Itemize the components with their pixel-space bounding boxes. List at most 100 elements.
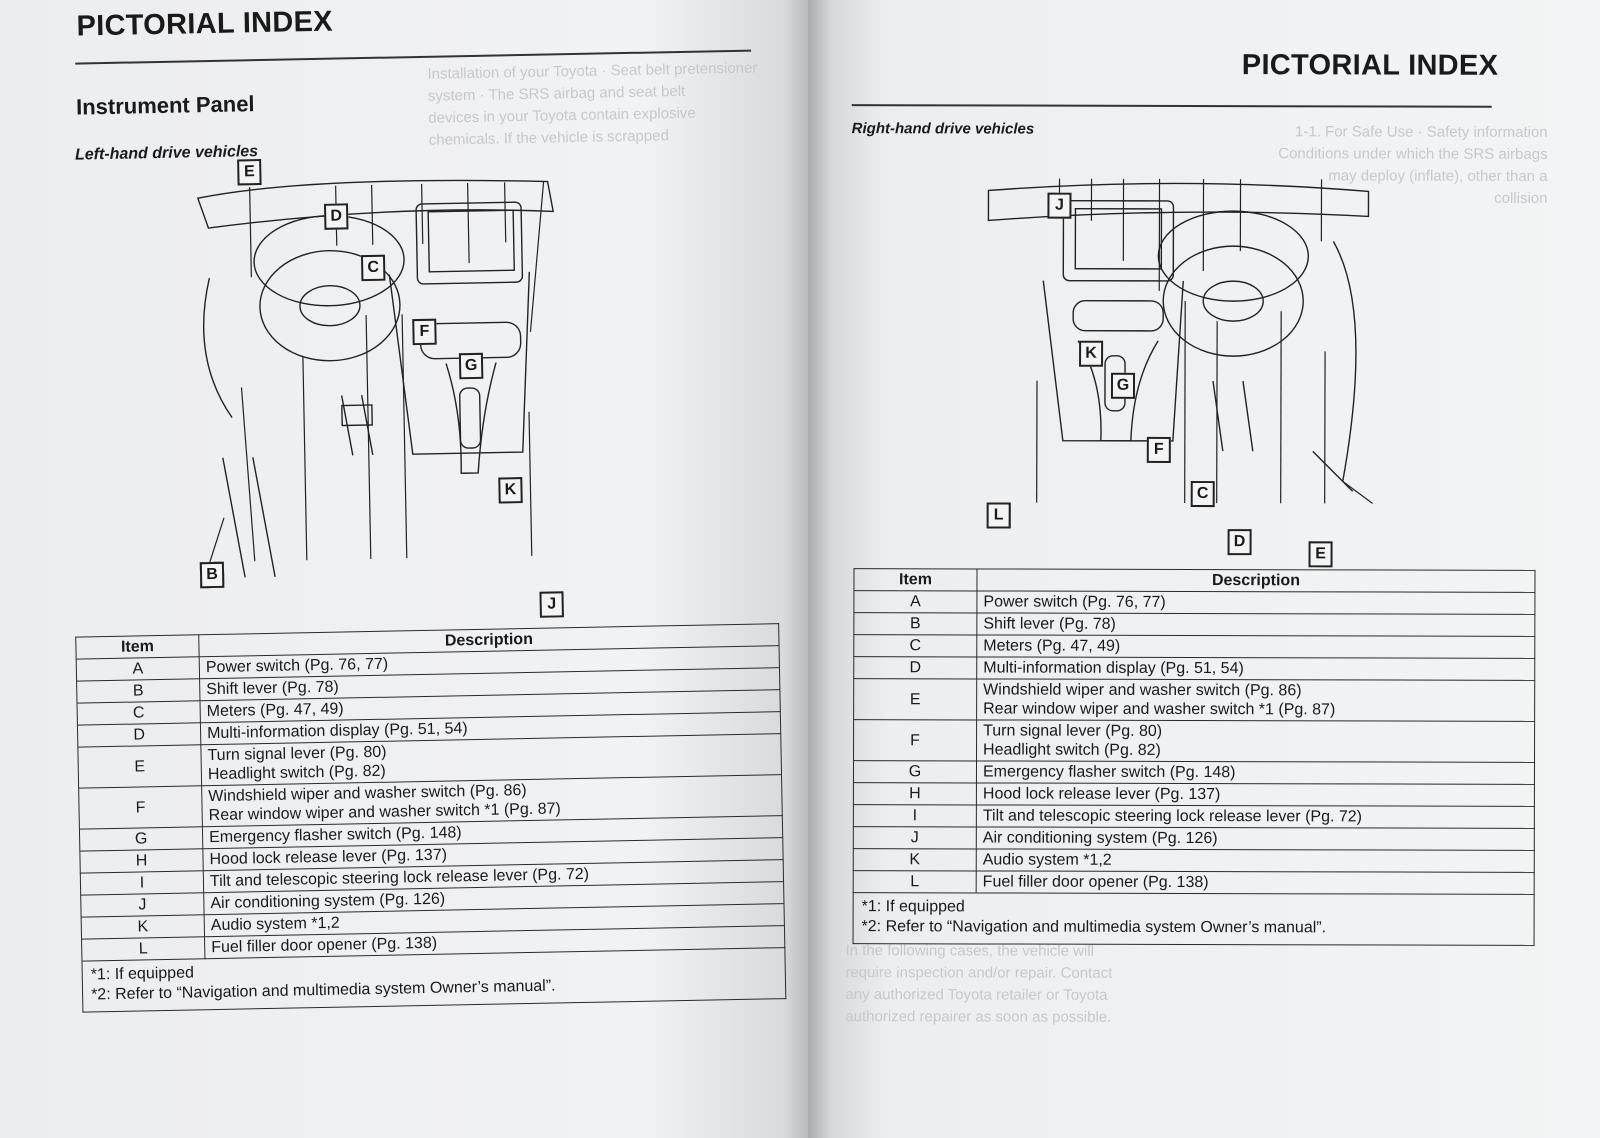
callout-leader-line [421,183,424,244]
callout-label: E [237,159,262,186]
item-letter: L [853,870,977,893]
item-letter: K [853,848,977,871]
item-letter: G [79,826,203,852]
footnotes: *1: If equipped *2: Refer to “Navigation… [853,892,1535,946]
table-row: J Air conditioning system (Pg. 126) [853,826,1535,851]
footnote-2: *2: Refer to “Navigation and multimedia … [861,918,1327,937]
item-description: Shift lever (Pg. 78) [976,612,1535,637]
callout-leader-line [1280,311,1282,504]
item-letter: G [853,760,977,783]
description-line: Hood lock release lever (Pg. 137) [982,785,1221,804]
diagram-subtitle: Right-hand drive vehicles [851,120,1035,138]
callout-label: K [498,477,523,504]
page-header-title: PICTORIAL INDEX [1241,49,1499,82]
callout-leader-line [401,314,408,559]
section-title: Instrument Panel [75,91,255,120]
callout-leader-line [365,315,372,559]
callout-label: K [1079,340,1104,367]
item-letter: E [77,744,202,789]
callout-label: C [1190,481,1215,508]
description-line: Emergency flasher switch (Pg. 148) [982,763,1236,782]
item-letter: J [80,892,205,918]
description-line: Fuel filler door opener (Pg. 138) [982,873,1209,892]
description-line: Tilt and telescopic steering lock releas… [982,807,1363,826]
show-through-text: Installation of your Toyota · Seat belt … [427,59,758,149]
callout-label: C [360,254,386,282]
header-rule [851,104,1492,108]
description-line: Rear window wiper and washer switch *1 (… [983,700,1336,719]
rhd-instrument-panel-diagram: JKGFCDEBAIAHL [983,150,1374,568]
callout-leader-line [240,387,256,562]
table-row: H Hood lock release lever (Pg. 137) [853,782,1535,807]
description-line: Audio system *1,2 [982,851,1112,869]
table-row: D Multi-information display (Pg. 51, 54) [853,656,1535,681]
callout-leader-line [302,356,308,561]
callout-leader-line [467,183,470,264]
callout-leader-line [1342,480,1374,504]
item-description: Emergency flasher switch (Pg. 148) [976,760,1535,785]
callout-label: J [539,591,564,618]
left-page: Installation of your Toyota · Seat belt … [0,0,808,1138]
callout-label: F [412,318,437,346]
lhd-instrument-panel-diagram: EDCFGKJLHIAAB [187,151,575,618]
item-description: Multi-information display (Pg. 51, 54) [976,656,1535,681]
table-row: I Tilt and telescopic steering lock relea… [853,804,1535,829]
item-letter: A [76,656,200,682]
description-column-header: Description [976,568,1536,593]
item-description: Turn signal lever (Pg. 80)Headlight swit… [976,719,1535,763]
table-row: E Windshield wiper and washer switch (Pg.… [853,678,1535,722]
item-letter: D [853,656,977,679]
item-letter: H [853,782,977,805]
item-column-header: Item [75,634,200,660]
item-letter: I [853,804,977,827]
item-description: Audio system *1,2 [976,848,1535,873]
item-letter: D [77,722,201,748]
callout-leader-line [529,181,545,332]
callout-label: F [1146,436,1171,463]
item-description: Hood lock release lever (Pg. 137) [976,782,1535,807]
description-line: Turn signal lever (Pg. 80) [983,722,1163,740]
item-description: Power switch (Pg. 76, 77) [976,590,1535,615]
rhd-diagram-svg [987,178,1374,504]
item-letter: K [81,914,205,940]
description-line: Multi-information display (Pg. 51, 54) [983,659,1244,678]
item-letter: J [853,826,977,849]
callout-label: D [1227,529,1252,556]
lhd-diagram-svg [196,179,555,578]
item-letter: E [853,678,977,720]
item-description: Air conditioning system (Pg. 126) [976,826,1535,851]
notes-row: *1: If equipped *2: Refer to “Navigation… [853,892,1535,946]
description-line: Headlight switch (Pg. 82) [983,741,1161,759]
description-line: Air conditioning system (Pg. 126) [982,829,1218,848]
callout-label: J [1047,192,1072,219]
item-letter: B [76,678,200,704]
item-description: Fuel filler door opener (Pg. 138) [976,870,1535,895]
callout-leader-line [1184,300,1186,503]
left-page-content: Installation of your Toyota · Seat belt … [75,5,786,1013]
footnote-1: *1: If equipped [861,898,965,916]
callout-leader-line [503,182,507,243]
item-letter: A [853,590,977,613]
page-header-title: PICTORIAL INDEX [76,5,334,43]
item-letter: C [853,634,977,657]
callout-leader-line [371,184,374,245]
callout-leader-line [528,411,533,556]
table-header-row: Item Description [853,568,1536,593]
item-letter: I [80,870,204,896]
description-line: Windshield wiper and washer switch (Pg. … [983,681,1302,700]
callout-label: G [1110,372,1136,399]
item-description: Windshield wiper and washer switch (Pg. … [976,678,1535,722]
item-column-header: Item [853,568,978,591]
item-letter: F [78,785,203,830]
show-through-text-lower: In the following cases, the vehicle will… [845,942,1113,1026]
